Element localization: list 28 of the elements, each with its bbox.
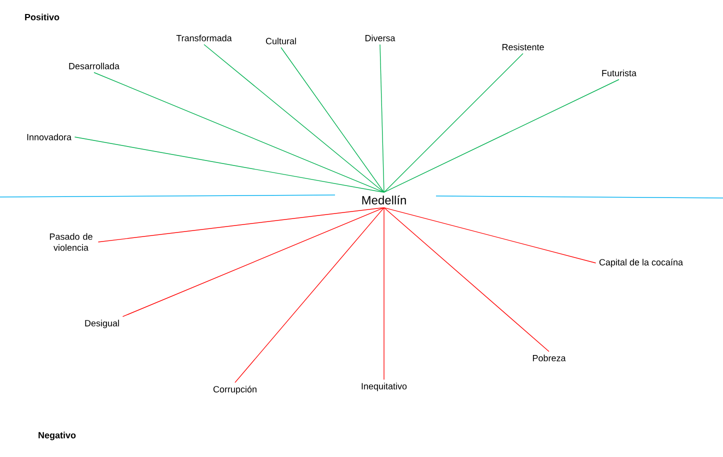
word-label: Desigual — [85, 320, 119, 328]
line — [384, 207, 550, 352]
line — [94, 72, 384, 193]
line — [98, 207, 384, 242]
line — [74, 136, 384, 193]
word-label: Cultural — [266, 38, 296, 44]
word-label: Inequitativo — [362, 382, 407, 392]
section-label: Negativo — [38, 432, 76, 440]
word-label: Diversa — [366, 34, 396, 42]
line — [234, 207, 384, 383]
word-label: Pasado de violencia — [50, 233, 92, 251]
section-label: Positivo — [25, 14, 60, 20]
word-label: Innovadora — [27, 134, 72, 140]
line — [384, 79, 620, 193]
line — [122, 207, 384, 317]
word-label: Resistente — [502, 44, 544, 50]
word-label: Desarrollada — [69, 62, 120, 70]
word-label: Futurista — [602, 70, 636, 76]
word-label: Pobreza — [532, 354, 566, 362]
word-label: Transformada — [176, 34, 232, 42]
line — [384, 207, 596, 264]
line — [384, 53, 524, 193]
line — [280, 47, 384, 193]
central-word: Medellín — [362, 196, 406, 204]
line — [380, 44, 384, 193]
word-label: Capital de la cocaína — [599, 258, 683, 268]
word-label: Corrupción — [213, 386, 256, 394]
line — [204, 44, 384, 193]
